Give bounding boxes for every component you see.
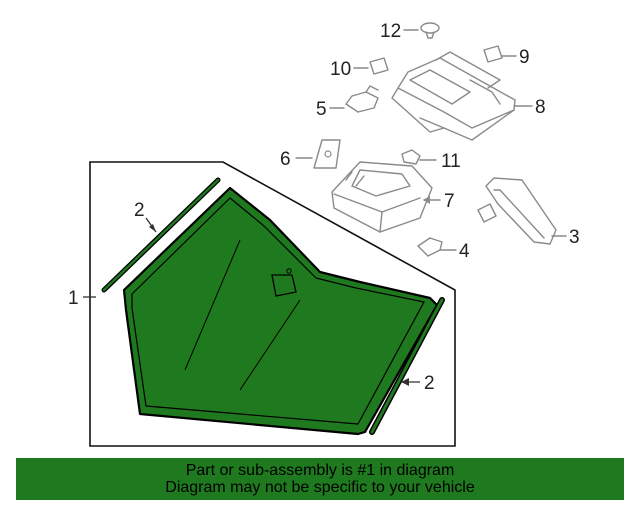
callout-6: 6 (280, 149, 291, 170)
push-pin[interactable] (420, 22, 440, 39)
leader-arrow-2-top (149, 224, 156, 232)
retainer-clip[interactable] (483, 45, 503, 63)
callout-11: 11 (441, 151, 461, 172)
callout-2-top: 2 (134, 200, 145, 221)
rearview-mirror[interactable] (477, 177, 557, 245)
leader-arrow-2-bottom (401, 378, 409, 386)
parts-diagram: 1 2 2 3 4 5 6 7 8 9 10 11 12 (68, 21, 580, 447)
callout-3: 3 (569, 227, 580, 248)
windshield-glass[interactable] (122, 186, 439, 436)
callout-2-bottom: 2 (424, 373, 435, 394)
callout-10: 10 (330, 59, 351, 80)
callout-5: 5 (316, 99, 327, 120)
callout-1: 1 (68, 288, 79, 309)
info-banner: Part or sub-assembly is #1 in diagram Di… (16, 458, 624, 500)
left-moulding-strip-fill (102, 178, 220, 292)
overhead-console-bracket[interactable] (391, 51, 516, 141)
callout-4: 4 (459, 241, 470, 262)
banner-line-2: Diagram may not be specific to your vehi… (165, 479, 475, 496)
callout-12: 12 (380, 21, 401, 42)
callout-7: 7 (444, 191, 455, 212)
right-moulding-strip-fill (370, 298, 444, 434)
banner-line-1: Part or sub-assembly is #1 in diagram (185, 462, 455, 479)
mirror-bracket-plate[interactable] (313, 139, 341, 169)
callout-9: 9 (519, 47, 530, 68)
console-clip[interactable] (369, 57, 389, 75)
overhead-console-housing[interactable] (331, 161, 433, 233)
small-clip[interactable] (417, 237, 443, 257)
nut[interactable] (401, 149, 421, 165)
callout-8: 8 (535, 97, 546, 118)
rain-sensor[interactable] (345, 85, 379, 113)
